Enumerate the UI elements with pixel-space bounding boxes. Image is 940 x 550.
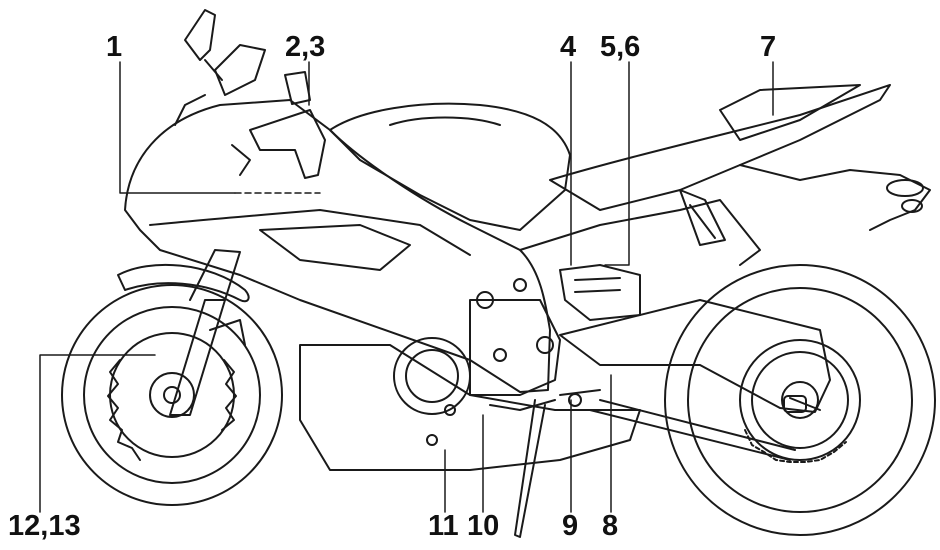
fuel-tank bbox=[329, 102, 571, 231]
seat-tail bbox=[549, 84, 931, 231]
engine bbox=[393, 264, 641, 415]
front-fairing bbox=[124, 94, 551, 393]
callout-8: 8 bbox=[602, 510, 619, 542]
sidestand bbox=[489, 389, 601, 538]
callout-4: 4 bbox=[560, 31, 577, 63]
callout-11: 11 bbox=[428, 510, 459, 542]
callout-5-6: 5,6 bbox=[600, 31, 641, 63]
handlebar bbox=[231, 71, 326, 179]
callout-10: 10 bbox=[467, 510, 500, 542]
front-wheel bbox=[61, 284, 283, 506]
leader-lines bbox=[39, 61, 774, 513]
swingarm bbox=[559, 299, 831, 413]
callout-7: 7 bbox=[760, 31, 777, 63]
callout-12-13: 12,13 bbox=[8, 510, 81, 542]
front-fork bbox=[169, 249, 246, 416]
front-fender bbox=[117, 263, 250, 303]
rear-frame bbox=[519, 189, 761, 266]
rear-wheel bbox=[664, 264, 936, 536]
windscreen-mirror bbox=[184, 9, 266, 96]
drive-chain bbox=[589, 399, 796, 461]
callout-1: 1 bbox=[106, 31, 123, 63]
callout-9: 9 bbox=[562, 510, 579, 542]
callout-2-3: 2,3 bbox=[285, 31, 326, 63]
lower-cowl bbox=[299, 344, 641, 471]
